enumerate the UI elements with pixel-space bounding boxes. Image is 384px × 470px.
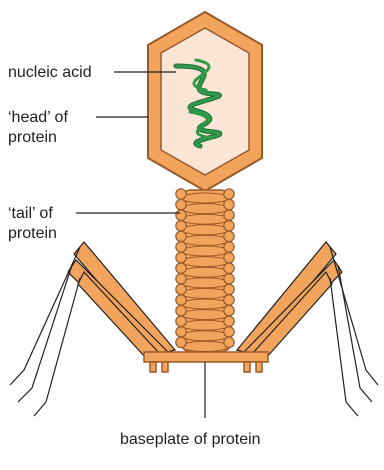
- tail-ring-left: [176, 199, 186, 209]
- tail-ring-left: [176, 189, 186, 199]
- tail-ring-band: [181, 278, 229, 288]
- baseplate-pin-left-2: [162, 362, 168, 372]
- tail-ring-left: [176, 231, 186, 241]
- tail-ring-left: [176, 295, 186, 305]
- tail-ring-left: [176, 274, 186, 284]
- tail-ring-right: [224, 327, 234, 337]
- label-head-line2: protein: [8, 129, 57, 146]
- tail-ring-right: [224, 221, 234, 231]
- tail-ring-band: [181, 310, 229, 320]
- baseplate-pin-right-1: [244, 362, 250, 372]
- label-head-line1: ‘head’ of: [8, 109, 68, 126]
- tail-ring-right: [224, 199, 234, 209]
- tail-ring-band: [181, 225, 229, 235]
- tail-ring-left: [176, 210, 186, 220]
- tail-ring-right: [224, 316, 234, 326]
- tail-ring-right: [224, 210, 234, 220]
- tail-ring-band: [181, 341, 229, 351]
- tail-ring-right: [224, 274, 234, 284]
- tail-sheath: [176, 189, 234, 352]
- tail-ring-band: [181, 257, 229, 267]
- tail-ring-band: [181, 331, 229, 341]
- tail-ring-band: [181, 267, 229, 277]
- tail-ring-left: [176, 327, 186, 337]
- tail-ring-right: [224, 189, 234, 199]
- left-fiber-2-leg: [18, 265, 72, 402]
- tail-ring-right: [224, 263, 234, 273]
- tail-ring-band: [181, 288, 229, 298]
- tail-ring-left: [176, 305, 186, 315]
- tail-rings: [176, 189, 234, 352]
- right-fiber-1: [237, 242, 336, 354]
- tail-ring-left: [176, 337, 186, 347]
- tail-ring-right: [224, 284, 234, 294]
- tail-ring-left: [176, 221, 186, 231]
- tail-ring-band: [181, 320, 229, 330]
- tail-ring-left: [176, 284, 186, 294]
- tail-ring-band: [181, 246, 229, 256]
- tail-ring-left: [176, 263, 186, 273]
- tail-ring-right: [224, 252, 234, 262]
- tail-ring-band: [181, 204, 229, 214]
- tail-ring-band: [181, 299, 229, 309]
- tail-ring-right: [224, 305, 234, 315]
- tail-ring-right: [224, 231, 234, 241]
- tail-ring-right: [224, 337, 234, 347]
- tail-ring-band: [181, 214, 229, 224]
- tail-ring-left: [176, 316, 186, 326]
- tail-ring-band: [181, 193, 229, 203]
- tail-ring-band: [181, 235, 229, 245]
- baseplate-pin-right-2: [256, 362, 262, 372]
- label-tail-line1: ‘tail’ of: [8, 205, 53, 222]
- baseplate: [144, 352, 268, 372]
- tail-ring-right: [224, 295, 234, 305]
- label-tail-line2: protein: [8, 225, 57, 242]
- tail-ring-left: [176, 252, 186, 262]
- baseplate-pin-left-1: [150, 362, 156, 372]
- tail-ring-right: [224, 242, 234, 252]
- baseplate-bar: [144, 352, 268, 362]
- left-fiber-1: [74, 242, 175, 354]
- tail-ring-left: [176, 242, 186, 252]
- label-nucleic-acid: nucleic acid: [8, 64, 92, 81]
- label-baseplate: baseplate of protein: [120, 431, 261, 448]
